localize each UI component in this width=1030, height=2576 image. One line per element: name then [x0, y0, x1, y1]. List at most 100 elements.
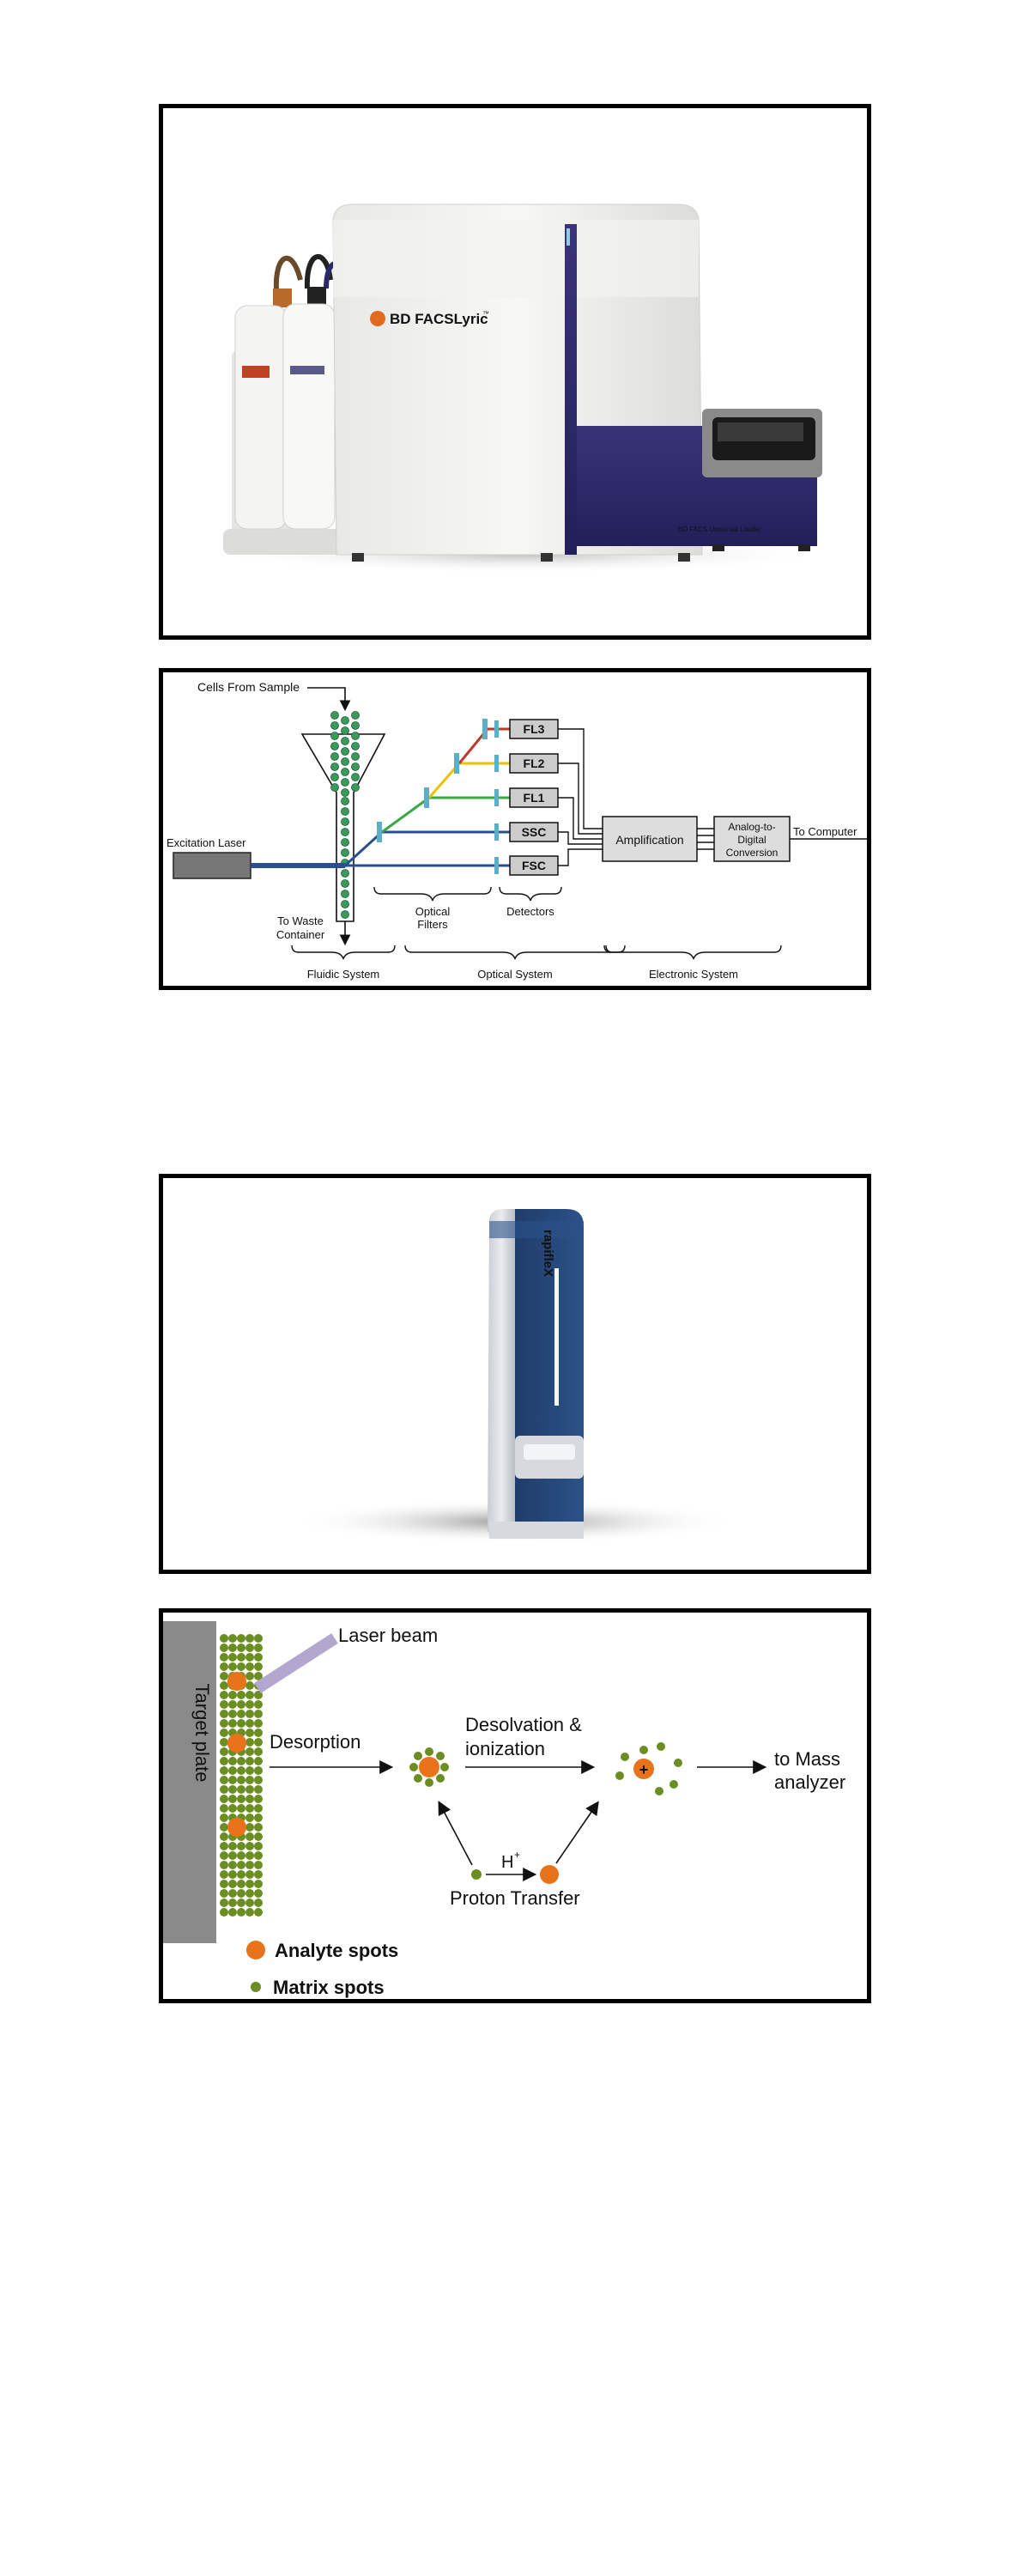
matrix-spot: [237, 1634, 245, 1643]
matrix-spot: [220, 1823, 228, 1832]
matrix-spot: [245, 1804, 254, 1813]
matrix-spot: [220, 1908, 228, 1917]
matrix-spot: [245, 1728, 254, 1737]
laser-beam-label: Laser beam: [338, 1625, 438, 1646]
matrix-spot: [220, 1747, 228, 1756]
matrix-spot: [220, 1710, 228, 1718]
matrix-spot: [254, 1776, 263, 1784]
matrix-spot: [245, 1861, 254, 1869]
matrix-spot: [245, 1870, 254, 1879]
matrix-spot: [220, 1861, 228, 1869]
rapiflex-brand-label: rapifleX: [541, 1230, 555, 1277]
matrix-bed: [220, 1634, 263, 1917]
cell-bead: [330, 783, 339, 792]
matrix-spot: [237, 1908, 245, 1917]
ionized-cluster: +: [615, 1742, 682, 1795]
matrix-spot: [220, 1899, 228, 1907]
optical-filters-label-2: Filters: [417, 918, 448, 931]
matrix-spot: [254, 1842, 263, 1850]
cell-bead: [341, 838, 349, 847]
cell-bead: [341, 900, 349, 908]
matrix-spot: [245, 1766, 254, 1775]
matrix-spot: [220, 1662, 228, 1671]
matrix-spot: [254, 1653, 263, 1662]
matrix-spot: [237, 1776, 245, 1784]
matrix-spot: [237, 1653, 245, 1662]
cell-bead: [330, 773, 339, 781]
detector-boxes: FL3 FL2 FL1 SSC FSC: [509, 719, 559, 876]
cell-bead: [341, 747, 349, 756]
maldi-process-diagram: Target plate Laser beam Desorption Desol…: [163, 1621, 845, 1998]
matrix-spot: [220, 1672, 228, 1680]
matrix-spot: [254, 1814, 263, 1822]
system-brackets: [291, 945, 782, 960]
matrix-spot: [245, 1908, 254, 1917]
facslyric-photo-panel: BD FACSLyric ™ BD FACS Universal Loader: [159, 104, 871, 640]
cell-bead: [341, 848, 349, 857]
flow-cytometry-diagram: Cells From Sample To Waste Container Exc…: [167, 680, 867, 981]
matrix-spot: [245, 1889, 254, 1898]
detector-ssc: SSC: [522, 825, 547, 839]
matrix-spot: [228, 1804, 237, 1813]
matrix-spot: [254, 1880, 263, 1888]
cell-bead: [341, 817, 349, 826]
matrix-spot: [254, 1691, 263, 1699]
sub-brackets: [373, 886, 562, 902]
cell-bead: [341, 890, 349, 898]
adc-label-2: Digital: [737, 834, 766, 846]
matrix-spot: [228, 1889, 237, 1898]
electronic-system-label: Electronic System: [649, 968, 738, 981]
maldi-diagram-panel: Target plate Laser beam Desorption Desol…: [159, 1608, 871, 2003]
cell-bead: [341, 807, 349, 816]
legend-analyte-icon: [246, 1941, 265, 1959]
proton-transfer-up-arrow-right: [555, 1801, 599, 1864]
matrix-spot: [245, 1747, 254, 1756]
cell-bead: [351, 783, 360, 792]
desorbed-cluster: [409, 1747, 449, 1787]
matrix-spot: [237, 1861, 245, 1869]
legend-matrix-label: Matrix spots: [273, 1977, 385, 1998]
matrix-spot: [228, 1766, 237, 1775]
analyte-spot-on-plate: [227, 1734, 246, 1753]
matrix-spot: [237, 1719, 245, 1728]
cell-bead: [330, 762, 339, 771]
cells-from-sample-label: Cells From Sample: [197, 680, 300, 694]
facslyric-instrument-illustration: BD FACSLyric ™ BD FACS Universal Loader: [215, 204, 833, 574]
matrix-spot: [228, 1710, 237, 1718]
matrix-spot: [228, 1776, 237, 1784]
matrix-spot: [228, 1719, 237, 1728]
cell-bead: [341, 716, 349, 725]
h-plus-label: H: [501, 1853, 513, 1872]
matrix-spot: [254, 1908, 263, 1917]
signal-wires: [558, 728, 867, 866]
flow-cytometry-schematic-panel: Cells From Sample To Waste Container Exc…: [159, 668, 871, 990]
matrix-spot: [228, 1880, 237, 1888]
cell-bead: [341, 757, 349, 766]
cell-bead: [351, 762, 360, 771]
cell-bead: [330, 742, 339, 750]
matrix-spot: [245, 1814, 254, 1822]
matrix-spot: [254, 1832, 263, 1841]
matrix-spot: [220, 1804, 228, 1813]
matrix-spot: [254, 1757, 263, 1765]
cell-bead: [341, 768, 349, 776]
loader-label: BD FACS Universal Loader: [678, 526, 761, 533]
cell-bead: [330, 752, 339, 761]
matrix-spot: [228, 1634, 237, 1643]
matrix-spot: [254, 1851, 263, 1860]
cell-bead: [341, 879, 349, 888]
matrix-spot: [220, 1681, 228, 1690]
cell-bead: [341, 737, 349, 745]
target-plate: [163, 1621, 216, 1943]
cell-bead: [351, 752, 360, 761]
matrix-spot: [237, 1851, 245, 1860]
matrix-spot: [254, 1719, 263, 1728]
cell-bead: [341, 726, 349, 735]
matrix-spot: [237, 1766, 245, 1775]
matrix-spot: [220, 1832, 228, 1841]
matrix-spot: [245, 1851, 254, 1860]
matrix-spot: [228, 1662, 237, 1671]
proton-transfer-label: Proton Transfer: [450, 1887, 580, 1909]
matrix-spot: [245, 1700, 254, 1709]
matrix-spot: [254, 1672, 263, 1680]
